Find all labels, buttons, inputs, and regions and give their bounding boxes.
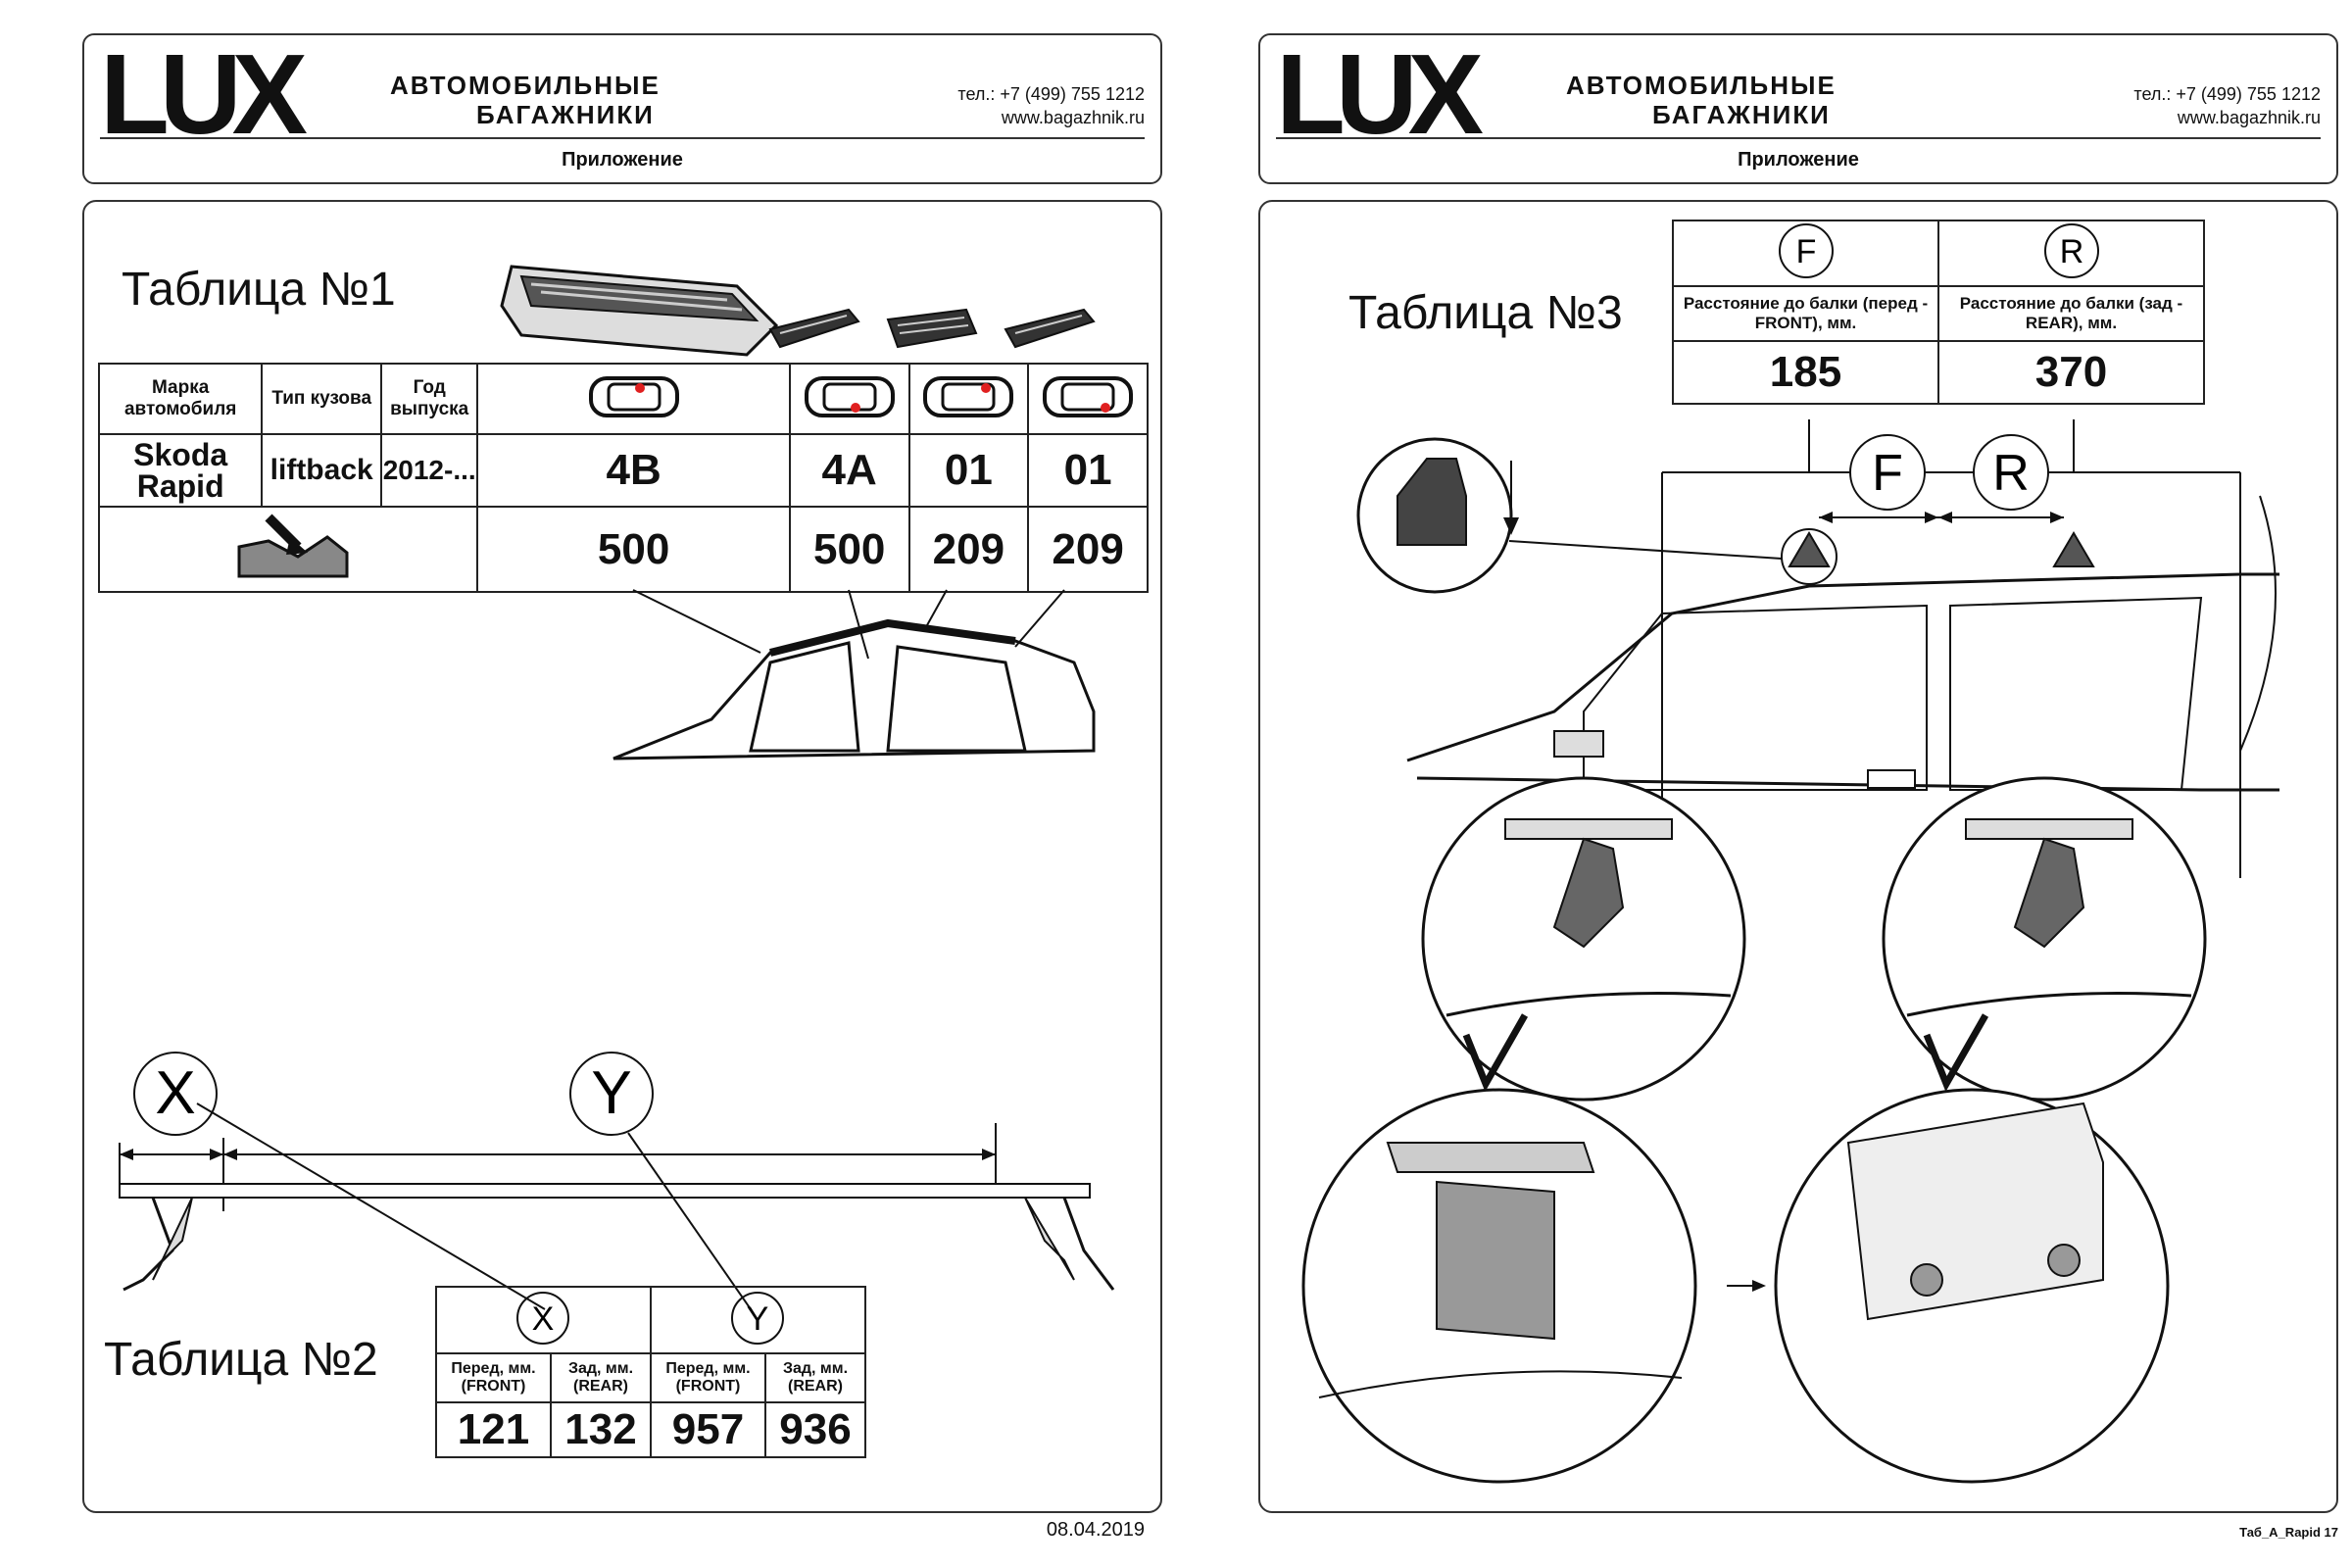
x-circle [133,1052,218,1136]
website-link[interactable]: www.bagazhnik.ru [2177,108,2321,127]
contact: тел.: +7 (499) 755 1212 www.bagazhnik.ru [2133,82,2321,129]
brand-sub-2: БАГАЖНИКИ [476,100,655,129]
table2-value: 121 [435,1401,552,1458]
length-cell: 209 [907,506,1030,593]
length-cell: 209 [1027,506,1149,593]
car-icon-4b [476,363,791,435]
car-icon-4a [788,363,910,435]
phone: тел.: +7 (499) 755 1212 [957,84,1145,104]
table1-title: Таблица №1 [122,264,396,316]
right-page: LUX АВТОМОБИЛЬНЫЕ БАГАЖНИКИ тел.: +7 (49… [1176,0,2352,1568]
bracket-illustration-cell [97,506,479,593]
car-top-icon [804,375,895,417]
r-label: R [1992,445,2030,502]
code-cell: 4B [476,433,791,508]
brand-sub-2: БАГАЖНИКИ [1652,100,1831,129]
table3-title: Таблица №3 [1348,287,1623,339]
section-title: Приложение [1738,149,1859,171]
foot-pad-large-illustration [500,265,779,357]
xy-diagram: X Y [119,1052,1115,1310]
car-top-icon [1043,375,1134,417]
table2: X Y Перед, мм. (FRONT) Зад, мм. (REAR) П… [435,1286,867,1458]
table3-f-value: 185 [1672,340,1939,405]
table2-col-header: Зад, мм. (REAR) [763,1352,867,1403]
r-circle-icon: R [2043,223,2099,278]
car-icon-01 [907,363,1030,435]
length-cell: 500 [788,506,910,593]
header-divider [100,137,1145,139]
svg-text:Y: Y [747,1300,769,1338]
svg-text:F: F [1795,233,1816,270]
foot-pad-4a-illustration [768,308,860,349]
table3-r-desc: Расстояние до балки (зад - REAR), мм. [1937,285,2205,342]
f-circle-icon: F [1778,223,1834,278]
right-content: Таблица №3 F R Расстояние до балки [1258,200,2338,1513]
table2-x-header: X [435,1286,652,1354]
car-make: Skoda Rapid [97,433,264,508]
logo-text: LUX [100,30,308,158]
f-circle [1849,434,1926,511]
contact: тел.: +7 (499) 755 1212 www.bagazhnik.ru [957,82,1145,129]
car-roof-illustration [612,589,1096,760]
footer-code: Таб_А_Rapid 17 [2239,1525,2338,1540]
website-link[interactable]: www.bagazhnik.ru [1001,108,1145,127]
r-circle [1973,434,2049,511]
car-body: liftback [261,433,383,508]
left-content: Таблица №1 Марка автомобиля Тип кузова Г… [82,200,1162,1513]
logo-text: LUX [1276,30,1484,158]
car-icon-01b [1027,363,1149,435]
foot-pad-01b-illustration [1004,308,1096,349]
brand-subtitle: АВТОМОБИЛЬНЫЕ БАГАЖНИКИ [1566,71,1837,129]
section-title: Приложение [562,149,683,171]
left-page: LUX АВТОМОБИЛЬНЫЕ БАГАЖНИКИ тел.: +7 (49… [82,30,1162,1541]
fr-diagram: F R [1301,419,2279,1484]
lux-logo: LUX [100,30,318,158]
foot-pad-01-illustration [886,308,978,349]
header-divider [1276,137,2321,139]
y-circle-icon: Y [731,1291,785,1345]
y-circle [569,1052,654,1136]
bracket-illustration [237,514,349,578]
car-year: 2012-... [380,433,479,508]
car-top-icon [588,375,679,417]
table2-value: 936 [763,1401,867,1458]
lux-logo: LUX [1276,30,1494,158]
brand-sub-1: АВТОМОБИЛЬНЫЕ [1566,71,1837,100]
col-year-header: Год выпуска [380,363,479,435]
code-cell: 01 [1027,433,1149,508]
header: LUX АВТОМОБИЛЬНЫЕ БАГАЖНИКИ тел.: +7 (49… [1258,30,2338,184]
table3-f-desc: Расстояние до балки (перед - FRONT), мм. [1672,285,1939,342]
brand-sub-1: АВТОМОБИЛЬНЫЕ [390,71,661,100]
table2-col-header: Перед, мм. (FRONT) [649,1352,766,1403]
code-cell: 4A [788,433,910,508]
col-make-header: Марка автомобиля [97,363,264,435]
brand-subtitle: АВТОМОБИЛЬНЫЕ БАГАЖНИКИ [390,71,661,129]
table2-y-header: Y [649,1286,867,1354]
table3-r-value: 370 [1937,340,2205,405]
svg-text:X: X [532,1300,555,1338]
table2-value: 132 [549,1401,652,1458]
f-label: F [1872,445,1903,502]
table2-value: 957 [649,1401,766,1458]
car-top-icon [923,375,1014,417]
code-cell: 01 [907,433,1030,508]
table3-r-header: R [1937,220,2205,287]
x-label: X [155,1059,195,1127]
table3-f-header: F [1672,220,1939,287]
table3: F R Расстояние до балки (перед - FRONT),… [1672,220,2205,405]
header: LUX АВТОМОБИЛЬНЫЕ БАГАЖНИКИ тел.: +7 (49… [82,30,1162,184]
table2-col-header: Зад, мм. (REAR) [549,1352,652,1403]
y-label: Y [591,1059,631,1127]
table2-title: Таблица №2 [104,1334,378,1386]
phone: тел.: +7 (499) 755 1212 [2133,84,2321,104]
x-circle-icon: X [516,1291,570,1345]
svg-text:R: R [2059,233,2083,270]
col-body-header: Тип кузова [261,363,383,435]
footer-date: 08.04.2019 [1046,1519,1145,1541]
table2-col-header: Перед, мм. (FRONT) [435,1352,552,1403]
